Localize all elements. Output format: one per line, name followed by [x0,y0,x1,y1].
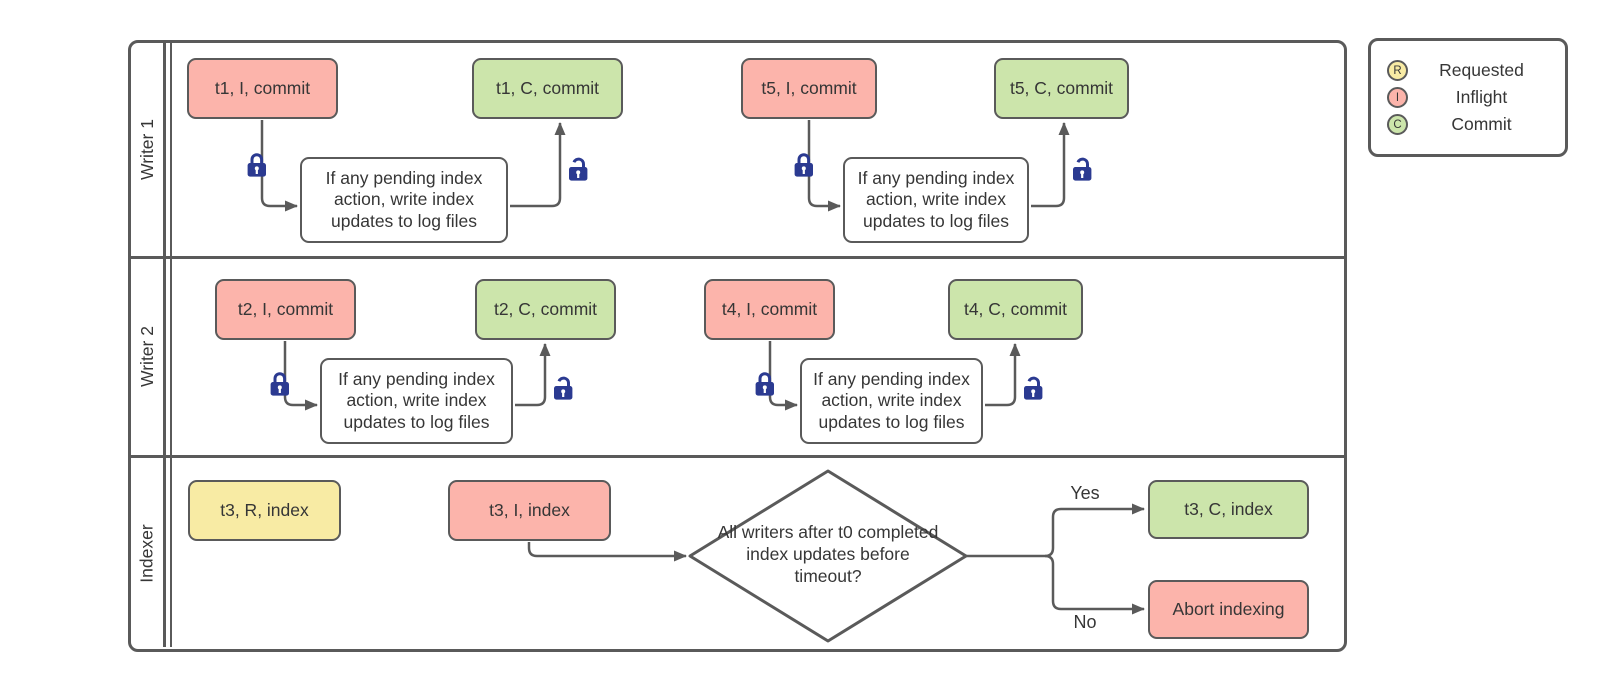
node-t3-requested: t3, R, index [188,480,341,541]
node-t4-process: If any pending index action, write index… [800,358,983,444]
legend-item: C Commit [1387,114,1555,135]
lock-closed-icon [755,372,774,396]
lock-closed-icon [270,372,289,396]
lane-divider [131,455,1344,458]
branch-label-yes: Yes [1070,483,1100,503]
legend-item-label: Commit [1451,114,1512,134]
legend: R Requested I Inflight C Commit [1368,38,1568,157]
legend-commit-icon: C [1387,114,1408,135]
node-t5-inflight: t5, I, commit [741,58,877,119]
branch-label-no: No [1073,612,1097,632]
lane-divider [131,256,1344,259]
lock-open-icon [569,157,588,181]
lock-closed-icon [247,153,266,177]
node-t4-inflight: t4, I, commit [704,279,835,340]
node-t1-process: If any pending index action, write index… [300,157,508,243]
node-t4-commit: t4, C, commit [948,279,1083,340]
lane-label-indexer: Indexer [137,523,157,583]
lane-left-border [169,43,172,647]
decision-text: All writers after t0 completed index upd… [717,522,939,586]
lane-label-writer-2: Writer 2 [137,326,157,387]
node-t5-commit: t5, C, commit [994,58,1129,119]
node-t2-commit: t2, C, commit [475,279,616,340]
legend-item-label: Inflight [1455,87,1508,107]
node-t1-commit: t1, C, commit [472,58,623,119]
swimlane-pool [128,40,1347,652]
legend-item: I Inflight [1387,87,1555,108]
node-t1-inflight: t1, I, commit [187,58,338,119]
node-t2-process: If any pending index action, write index… [320,358,513,444]
node-t2-inflight: t2, I, commit [215,279,356,340]
label-column-border [163,43,166,647]
lock-open-icon [1024,376,1043,400]
node-t5-process: If any pending index action, write index… [843,157,1029,243]
legend-item-label: Requested [1439,60,1524,80]
node-t3-inflight: t3, I, index [448,480,611,541]
lane-label-writer-1: Writer 1 [137,119,157,180]
node-t3-commit: t3, C, index [1148,480,1309,539]
lock-closed-icon [794,153,813,177]
legend-requested-icon: R [1387,60,1408,81]
legend-inflight-icon: I [1387,87,1408,108]
node-abort-indexing: Abort indexing [1148,580,1309,639]
legend-item: R Requested [1387,60,1555,81]
lock-open-icon [554,376,573,400]
lock-open-icon [1073,157,1092,181]
